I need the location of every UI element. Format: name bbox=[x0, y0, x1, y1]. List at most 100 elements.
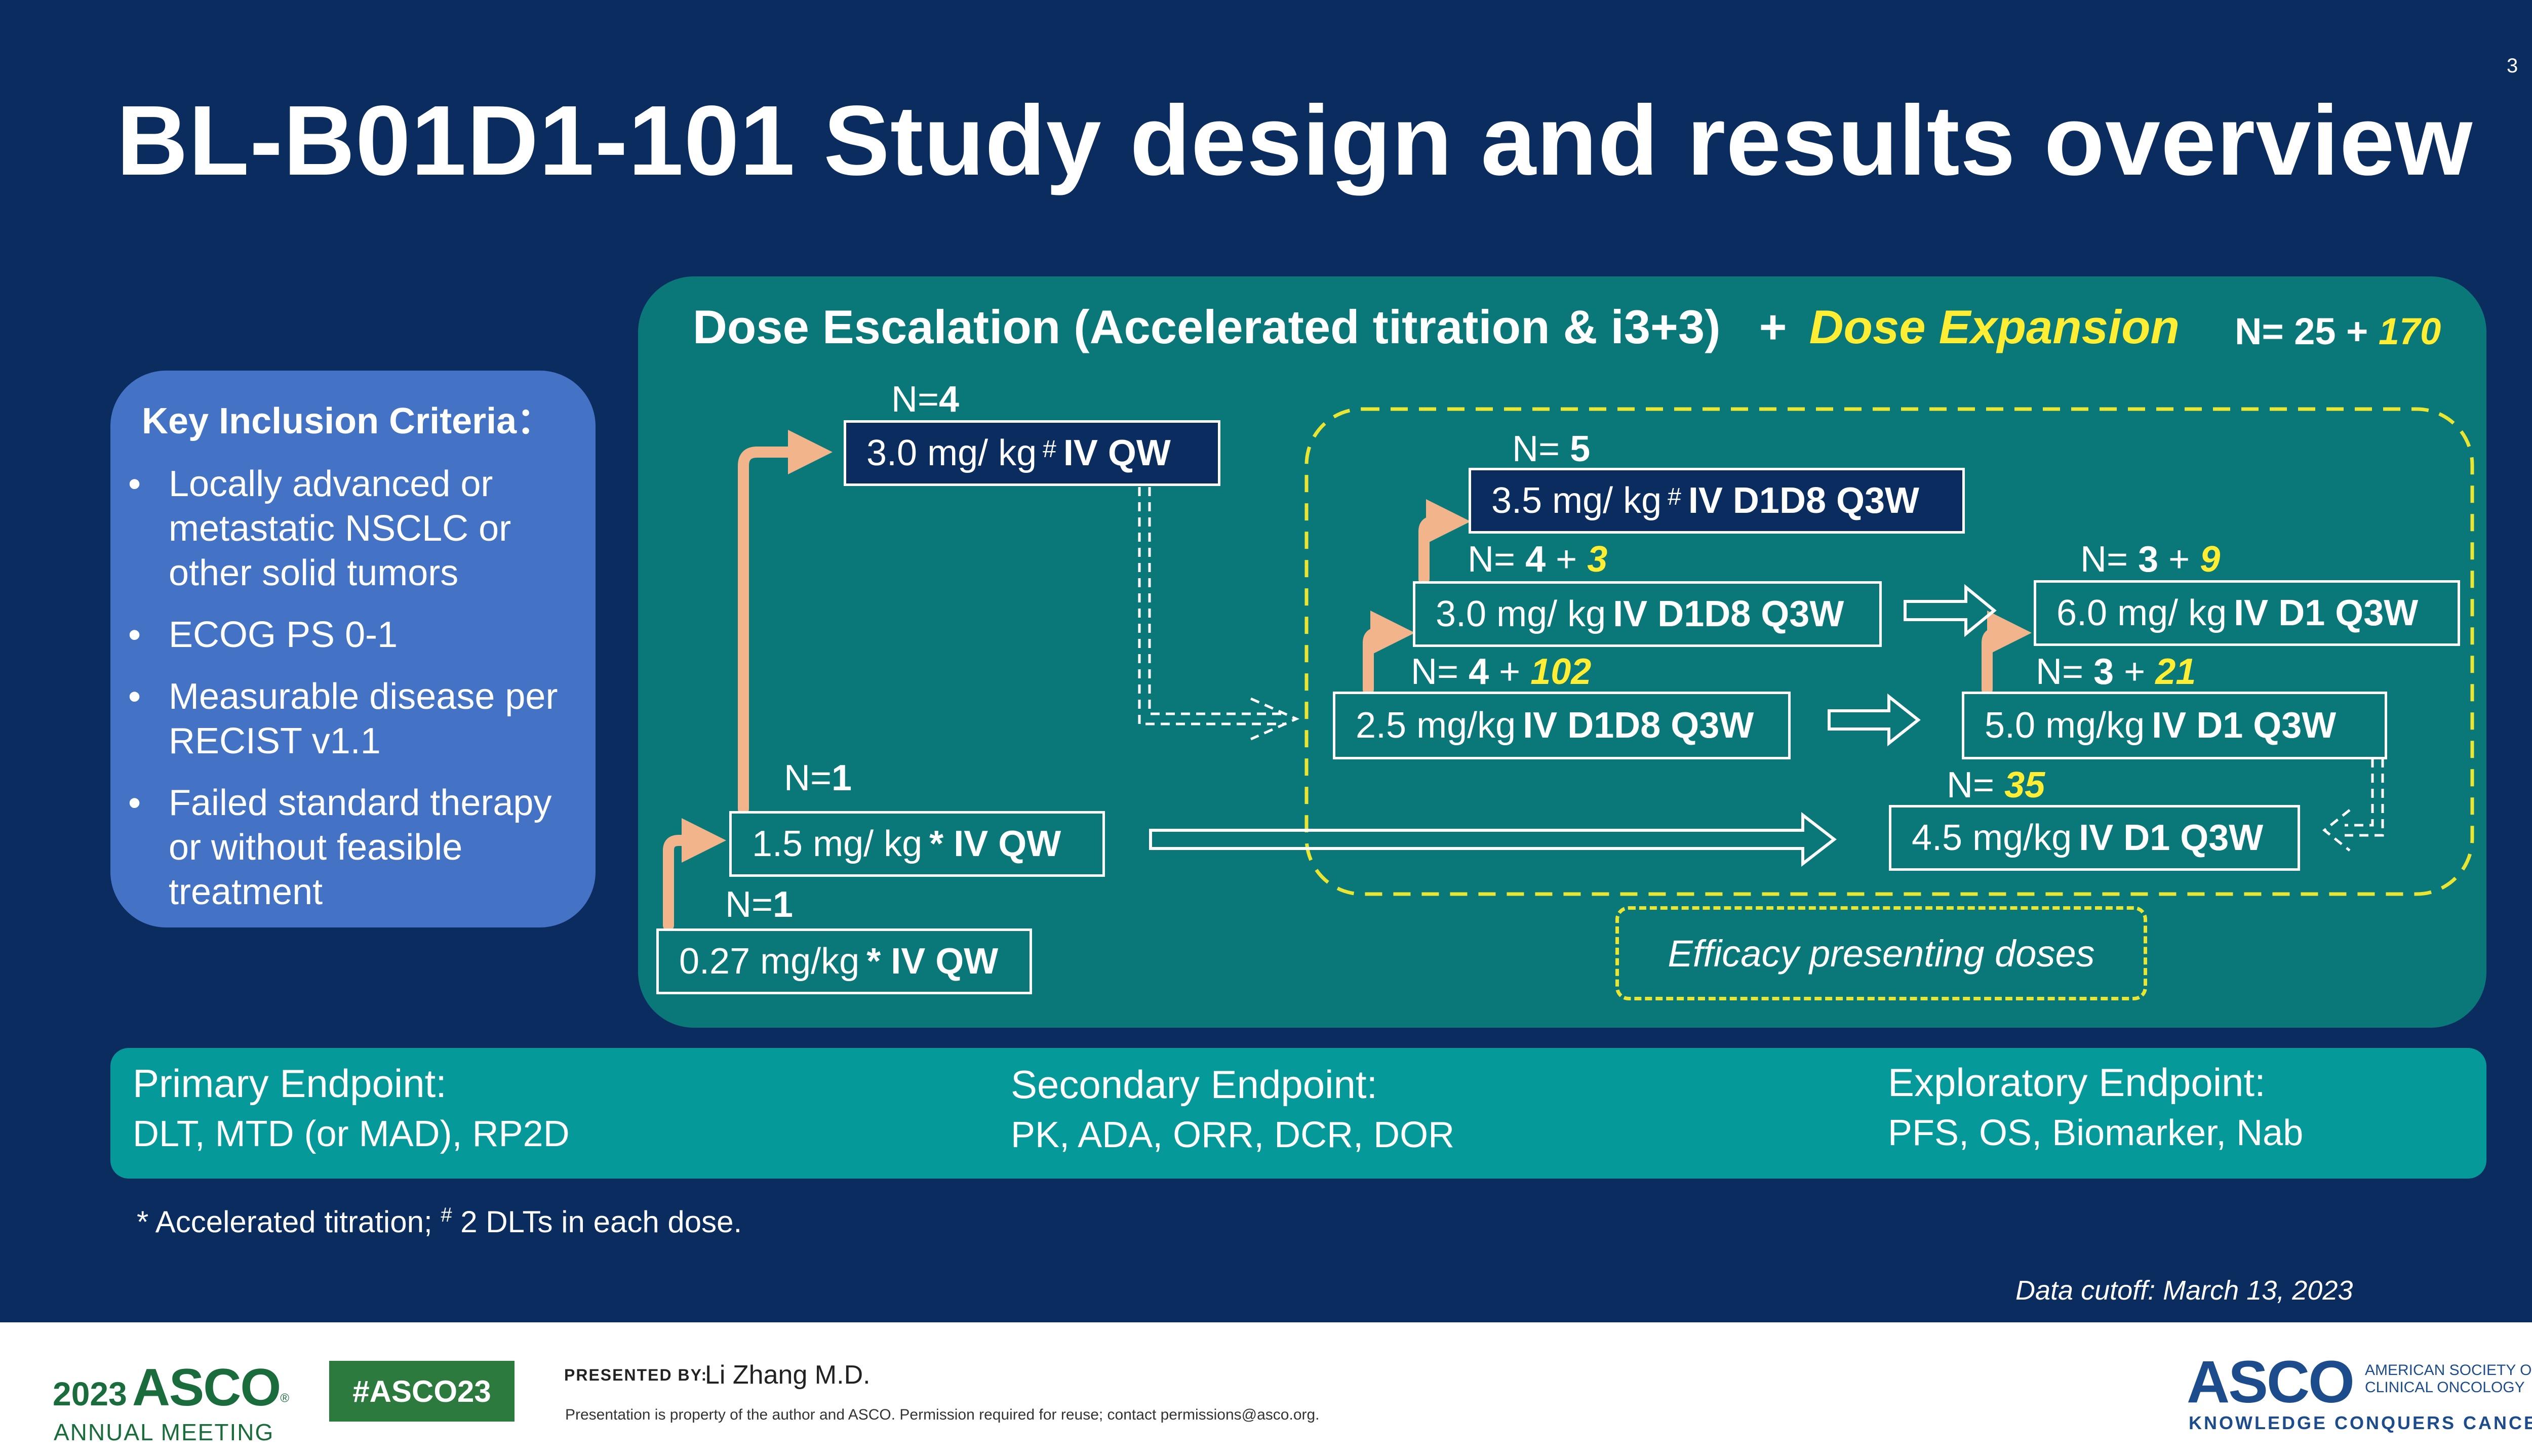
n-prefix: N= bbox=[2080, 539, 2128, 580]
dose-regimen: IV D1 Q3W bbox=[2152, 705, 2337, 746]
dose-regimen: * IV QW bbox=[929, 824, 1061, 864]
dose-box-60: 6.0 mg/ kg IV D1 Q3W bbox=[2034, 580, 2460, 646]
property-disclaimer: Presentation is property of the author a… bbox=[565, 1406, 1320, 1423]
panel-heading: Dose Escalation (Accelerated titration &… bbox=[693, 300, 2180, 354]
dlt-mark: # bbox=[1043, 435, 1056, 463]
escalation-heading: Dose Escalation (Accelerated titration &… bbox=[693, 300, 1721, 353]
dose-regimen: IV D1D8 Q3W bbox=[1523, 705, 1754, 746]
hashtag-badge: #ASCO23 bbox=[329, 1361, 515, 1422]
expansion-heading: Dose Expansion bbox=[1809, 300, 2180, 353]
dose-box-45: 4.5 mg/kg IV D1 Q3W bbox=[1889, 805, 2300, 871]
n-label-15: N=1 bbox=[784, 757, 852, 799]
footnote-accelerated: * Accelerated titration; bbox=[137, 1205, 432, 1239]
meeting-name: ANNUAL MEETING bbox=[54, 1419, 274, 1445]
inclusion-item: Locally advanced or metastatic NSCLC or … bbox=[128, 462, 575, 595]
dose-amount: 2.5 mg/kg bbox=[1356, 705, 1516, 746]
total-n: N= 25 + 170 bbox=[2235, 310, 2441, 353]
n-base: 4 bbox=[1525, 539, 1546, 580]
data-cutoff: Data cutoff: March 13, 2023 bbox=[2015, 1275, 2353, 1306]
dose-amount: 5.0 mg/kg bbox=[1985, 705, 2145, 746]
n-expansion: 3 bbox=[1587, 539, 1608, 580]
n-prefix: N= bbox=[784, 758, 832, 798]
n-base: 3 bbox=[2093, 652, 2114, 692]
n-expansion: 21 bbox=[2155, 652, 2196, 692]
society-line: AMERICAN SOCIETY OF bbox=[2365, 1362, 2532, 1379]
meeting-year: 2023 bbox=[53, 1375, 127, 1412]
dose-amount: 3.0 mg/ kg bbox=[1436, 594, 1606, 634]
expansion-dashed-region bbox=[1304, 407, 2474, 896]
dose-regimen: IV QW bbox=[1063, 433, 1171, 473]
n-base: 4 bbox=[939, 379, 960, 420]
n-prefix: N= bbox=[1411, 652, 1459, 692]
dose-regimen: IV D1 Q3W bbox=[2079, 818, 2264, 858]
dose-regimen: IV D1D8 Q3W bbox=[1688, 480, 1919, 521]
dose-amount: 4.5 mg/kg bbox=[1912, 818, 2072, 858]
dose-amount: 1.5 mg/ kg bbox=[752, 824, 923, 864]
n-prefix: N= bbox=[725, 884, 773, 925]
dose-box-35: 3.5 mg/ kg # IV D1D8 Q3W bbox=[1469, 468, 1965, 534]
secondary-endpoint-value: PK, ADA, ORR, DCR, DOR bbox=[1011, 1115, 1455, 1155]
n-base: 1 bbox=[773, 884, 794, 925]
presented-by-label: PRESENTED BY: bbox=[564, 1366, 708, 1384]
asco-society-name: AMERICAN SOCIETY OF CLINICAL ONCOLOGY bbox=[2365, 1362, 2532, 1396]
dose-regimen: IV D1 Q3W bbox=[2234, 593, 2419, 633]
secondary-endpoint-label: Secondary Endpoint: bbox=[1011, 1062, 1378, 1107]
inclusion-item: ECOG PS 0-1 bbox=[128, 613, 575, 657]
n-base: 5 bbox=[1570, 429, 1591, 469]
society-line: CLINICAL ONCOLOGY bbox=[2365, 1379, 2525, 1396]
endpoints-bar: Primary Endpoint: DLT, MTD (or MAD), RP2… bbox=[110, 1048, 2486, 1179]
primary-endpoint-value: DLT, MTD (or MAD), RP2D bbox=[133, 1114, 570, 1154]
dose-box-30-d1d8: 3.0 mg/ kg IV D1D8 Q3W bbox=[1413, 581, 1882, 647]
slide-title: BL-B01D1-101 Study design and results ov… bbox=[116, 85, 2473, 196]
n-prefix: N= bbox=[1512, 429, 1560, 469]
inclusion-heading: Key Inclusion Criteria： bbox=[142, 401, 553, 441]
dose-box-30-qw: 3.0 mg/ kg # IV QW bbox=[844, 420, 1220, 486]
dose-box-15: 1.5 mg/ kg * IV QW bbox=[729, 811, 1105, 877]
n-expansion: 102 bbox=[1530, 652, 1592, 692]
secondary-endpoint: Secondary Endpoint: PK, ADA, ORR, DCR, D… bbox=[1011, 1059, 1454, 1160]
study-design-panel bbox=[638, 276, 2486, 1028]
inclusion-item: Measurable disease per RECIST v1.1 bbox=[128, 674, 575, 763]
asco-logo: ASCO bbox=[2187, 1349, 2355, 1415]
dose-box-25: 2.5 mg/kg IV D1D8 Q3W bbox=[1333, 692, 1791, 759]
dose-amount: 6.0 mg/ kg bbox=[2056, 593, 2227, 633]
n-label-60: N= 3 + 9 bbox=[2080, 539, 2220, 580]
n-plus: + bbox=[2168, 539, 2190, 580]
dose-box-027: 0.27 mg/kg * IV QW bbox=[656, 928, 1032, 994]
inclusion-criteria-box: Key Inclusion Criteria： Locally advanced… bbox=[110, 371, 596, 927]
n-label-30d1d8: N= 4 + 3 bbox=[1468, 539, 1607, 580]
n-base: 4 bbox=[1469, 652, 1489, 692]
footnote: * Accelerated titration; # 2 DLTs in eac… bbox=[137, 1204, 742, 1239]
dose-amount: 3.0 mg/ kg bbox=[866, 433, 1037, 473]
orange-escalation-arrows bbox=[663, 430, 2032, 931]
n-base: 3 bbox=[2138, 539, 2159, 580]
dose-amount: 0.27 mg/kg bbox=[679, 941, 860, 982]
n-label-35: N= 5 bbox=[1512, 428, 1590, 470]
exploratory-endpoint-label: Exploratory Endpoint: bbox=[1888, 1060, 2266, 1105]
meeting-org: ASCO bbox=[132, 1358, 281, 1417]
footnote-dlt: 2 DLTs in each dose. bbox=[460, 1205, 742, 1239]
primary-endpoint-label: Primary Endpoint: bbox=[133, 1061, 447, 1106]
n-label-25: N= 4 + 102 bbox=[1411, 651, 1591, 693]
primary-endpoint: Primary Endpoint: DLT, MTD (or MAD), RP2… bbox=[133, 1058, 570, 1159]
n-expansion: 35 bbox=[2004, 765, 2045, 805]
n-prefix: N= bbox=[2036, 652, 2084, 692]
n-expansion: 9 bbox=[2200, 539, 2221, 580]
inclusion-list: Locally advanced or metastatic NSCLC or … bbox=[110, 462, 596, 932]
dose-regimen: IV D1D8 Q3W bbox=[1613, 594, 1844, 634]
n-prefix: N= bbox=[891, 379, 939, 420]
dose-amount: 3.5 mg/ kg bbox=[1491, 480, 1662, 521]
asco-annual-meeting-logo: 2023ASCO® ANNUAL MEETING bbox=[53, 1358, 289, 1445]
n-plus: + bbox=[2124, 652, 2146, 692]
n-label-50: N= 3 + 21 bbox=[2036, 651, 2196, 693]
n-label-45: N= 35 bbox=[1947, 764, 2045, 806]
page-number: 3 bbox=[2507, 55, 2518, 77]
exploratory-endpoint-value: PFS, OS, Biomarker, Nab bbox=[1888, 1113, 2304, 1153]
efficacy-doses-label: Efficacy presenting doses bbox=[1615, 906, 2147, 1000]
dashed-transition-arrows bbox=[1138, 487, 2384, 852]
dose-box-50: 5.0 mg/kg IV D1 Q3W bbox=[1962, 692, 2387, 759]
dose-regimen: * IV QW bbox=[866, 941, 999, 982]
exploratory-endpoint: Exploratory Endpoint: PFS, OS, Biomarker… bbox=[1888, 1057, 2303, 1158]
